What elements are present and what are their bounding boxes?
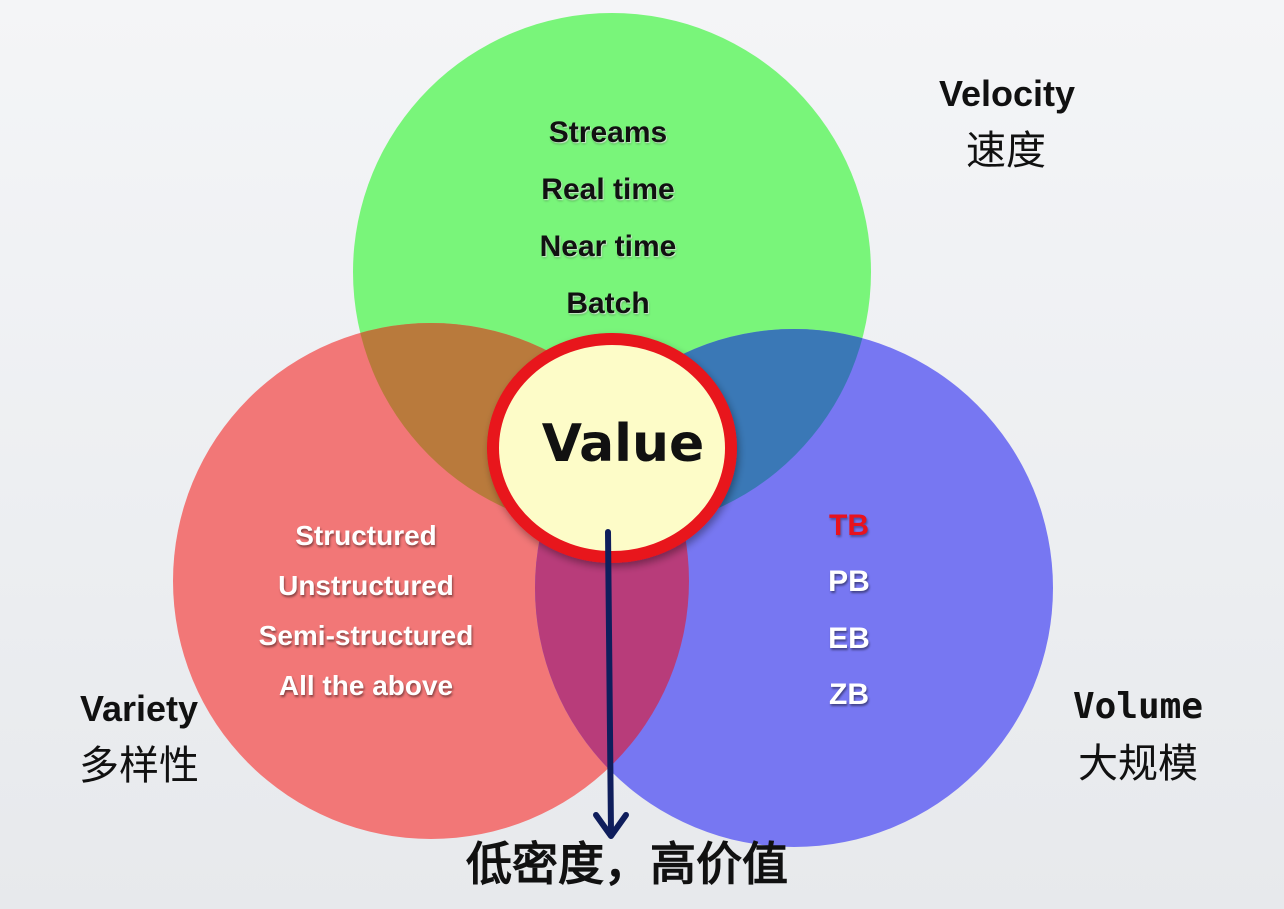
variety-name-cn: 多样性 — [79, 743, 199, 789]
value-arrow-shaft — [605, 529, 614, 835]
velocity-item-near-time: Near time — [539, 230, 677, 263]
volume-name-en: Volume — [1072, 686, 1204, 727]
velocity-item-batch: Batch — [566, 287, 650, 320]
velocity-name-en: Velocity — [938, 73, 1076, 114]
bottom-caption: 低密度，高价值 — [466, 837, 788, 891]
volume-name-cn: 大规模 — [1078, 741, 1198, 787]
variety-item-semi-structured: Semi-structured — [258, 620, 474, 651]
variety-item-unstructured: Unstructured — [278, 570, 454, 601]
velocity-name-cn: 速度 — [966, 128, 1046, 174]
variety-item-structured: Structured — [295, 520, 437, 551]
volume-item-eb: EB — [828, 622, 870, 655]
velocity-item-real-time: Real time — [541, 173, 675, 206]
volume-item-pb: PB — [828, 565, 870, 598]
value-circle — [487, 333, 737, 563]
variety-item-all-the-above: All the above — [278, 670, 454, 701]
variety-name-en: Variety — [79, 688, 199, 729]
value-arrow-head — [593, 812, 629, 839]
volume-item-zb: ZB — [829, 678, 869, 711]
volume-item-tb: TB — [829, 509, 869, 542]
velocity-item-streams: Streams — [548, 116, 668, 149]
value-label: Value — [541, 414, 705, 474]
